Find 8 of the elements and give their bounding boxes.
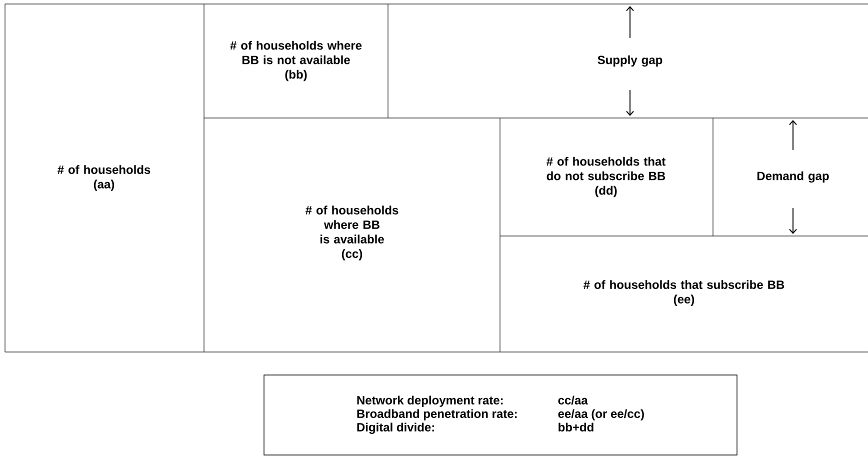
cell-text: # of households where BB is not available (bb) [230, 40, 362, 82]
cell-text: # of households that do not subscribe BB (dd) [546, 156, 666, 198]
gap-label: Demand gap [757, 171, 829, 183]
cell-text: # of households that subscribe BB (ee) [584, 280, 784, 306]
definition-box: Network deployment rate: cc/aa Broadband penetration rate: ee/aa (or ee/cc) Digital divide: bb+dd [264, 374, 738, 456]
cell-text: # of households (aa) [58, 165, 150, 191]
gap-label: Supply gap [598, 55, 662, 67]
cell-text: # of households where BB is available (cc) [306, 206, 398, 260]
